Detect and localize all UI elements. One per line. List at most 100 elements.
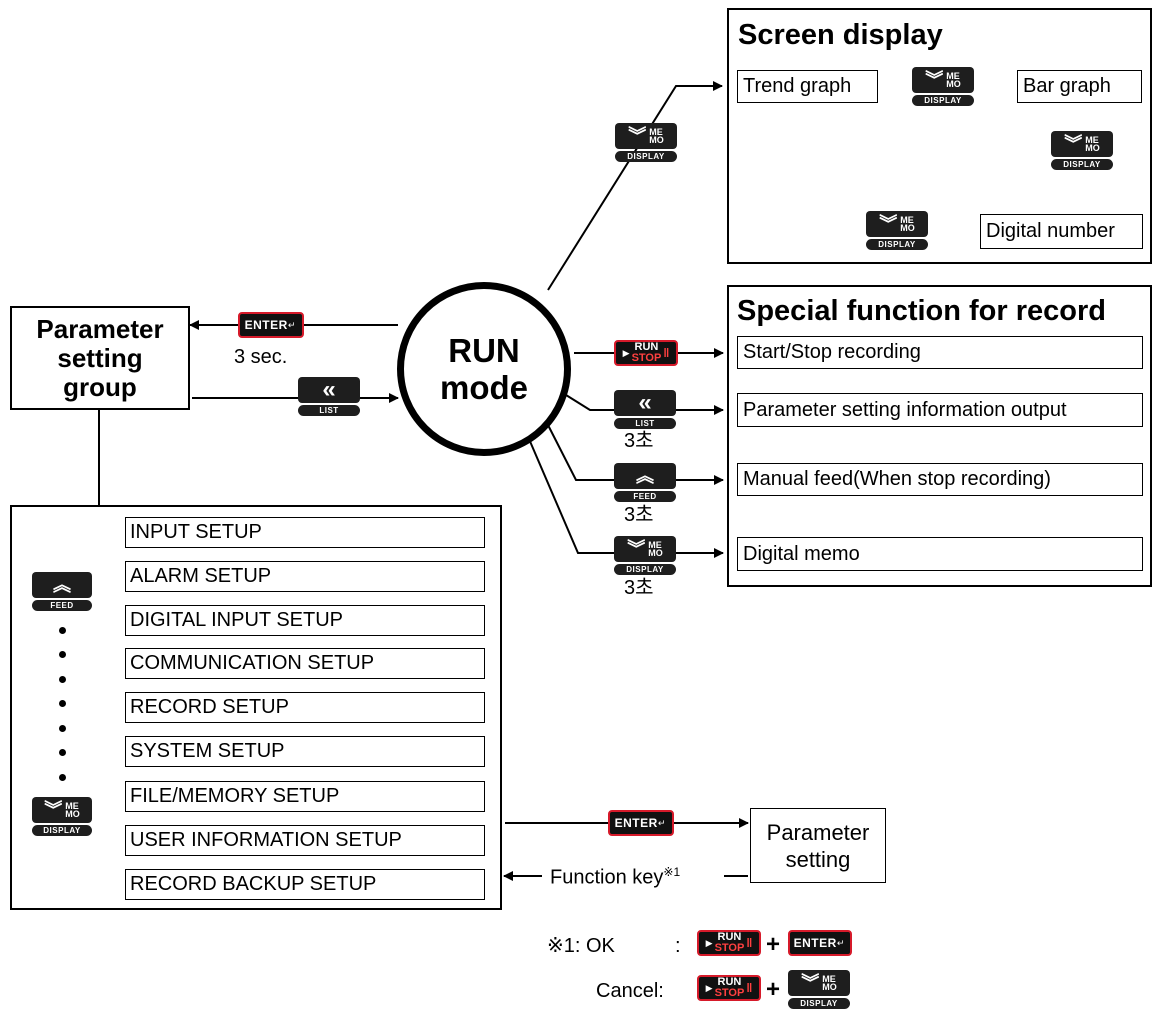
display-key-sub: DISPLAY: [788, 998, 850, 1009]
feed-key-menu[interactable]: ︽ FEED: [32, 572, 92, 611]
menu-item-alarm-setup[interactable]: ALARM SETUP: [125, 561, 485, 592]
dot-6: [59, 749, 66, 756]
feed-key-sub: FEED: [614, 491, 676, 502]
feed-key-special[interactable]: ︽ FEED: [614, 463, 676, 502]
parameter-setting-line2: setting: [785, 846, 851, 872]
parameter-group-line1: Parameter: [36, 313, 164, 344]
menu-item-system-setup[interactable]: SYSTEM SETUP: [125, 736, 485, 767]
display-hold-label: 3초: [624, 577, 654, 599]
dot-2: [59, 651, 66, 658]
memo-bottom: MO: [65, 809, 80, 819]
enter-key-footnote[interactable]: ENTER↵: [788, 930, 852, 956]
list-key-special[interactable]: « LIST: [614, 390, 676, 429]
enter-hold-label: 3 sec.: [234, 346, 288, 368]
list-key[interactable]: « LIST: [298, 377, 360, 416]
chevron-double-down-icon: ︾: [879, 214, 898, 234]
chevron-double-down-icon: ︾: [628, 126, 647, 146]
run-label: RUN: [634, 341, 659, 353]
display-key-sub: DISPLAY: [1051, 159, 1113, 170]
menu-item-file-memory-setup[interactable]: FILE/MEMORY SETUP: [125, 781, 485, 812]
display-key-sub: DISPLAY: [912, 95, 974, 106]
chevron-double-down-icon: ︾: [627, 539, 646, 559]
special-item-digital-memo: Digital memo: [737, 537, 1143, 571]
function-key-mark: ※1: [663, 865, 681, 879]
dot-7: [59, 774, 66, 781]
special-function-title: Special function for record: [737, 295, 1106, 327]
display-key-sub: DISPLAY: [866, 239, 928, 250]
parameter-setting-box: Parameter setting: [750, 808, 886, 883]
enter-key-label: ENTER: [793, 936, 837, 950]
parameter-setting-line1: Parameter: [766, 819, 870, 845]
special-item-param-output: Parameter setting information output: [737, 393, 1143, 427]
display-key-sub: DISPLAY: [32, 825, 92, 836]
memo-top: ME: [649, 127, 663, 137]
run-label: RUN: [717, 976, 742, 988]
memo-top: ME: [1085, 135, 1099, 145]
enter-key[interactable]: ENTER↵: [238, 312, 304, 338]
list-key-sub: LIST: [614, 418, 676, 429]
function-key-text: Function key: [550, 866, 664, 889]
menu-item-user-information-setup[interactable]: USER INFORMATION SETUP: [125, 825, 485, 856]
enter-key-menu[interactable]: ENTER↵: [608, 810, 674, 836]
enter-key-label: ENTER: [244, 318, 288, 332]
footnote-plus-ok: +: [766, 931, 781, 958]
list-hold-label: 3초: [624, 430, 654, 452]
menu-item-communication-setup[interactable]: COMMUNICATION SETUP: [125, 648, 485, 679]
menu-item-digital-input-setup[interactable]: DIGITAL INPUT SETUP: [125, 605, 485, 636]
stop-label: STOP: [714, 942, 745, 954]
footnote-ok-label: ※1: OK: [547, 935, 615, 957]
memo-bottom: MO: [649, 135, 664, 145]
run-mode-line1: RUN: [448, 332, 520, 369]
memo-top: ME: [946, 71, 960, 81]
run-mode-circle: RUN mode: [397, 282, 571, 456]
chevron-double-down-icon: ︾: [801, 973, 820, 993]
chevron-double-down-icon: ︾: [44, 800, 63, 820]
memo-top: ME: [900, 215, 914, 225]
memo-top: ME: [822, 974, 836, 984]
list-icon: «: [322, 376, 336, 403]
memo-top: ME: [648, 540, 662, 550]
memo-bottom: MO: [648, 548, 663, 558]
chevron-double-down-icon: ︾: [1064, 134, 1083, 154]
chevron-double-down-icon: ︾: [925, 70, 944, 90]
bar-graph-node: Bar graph: [1017, 70, 1142, 103]
feed-hold-label: 3초: [624, 504, 654, 526]
parameter-setting-group: Parameter setting group: [10, 306, 190, 410]
footnote-ok-colon: :: [675, 935, 681, 957]
stop-label: STOP: [631, 352, 662, 364]
special-item-start-stop: Start/Stop recording: [737, 336, 1143, 369]
function-key-label: Function key※1: [550, 866, 680, 888]
dot-3: [59, 676, 66, 683]
footnote-cancel-label: Cancel:: [596, 980, 664, 1002]
run-mode-line2: mode: [439, 369, 528, 406]
stop-label: STOP: [714, 987, 745, 999]
trend-graph-node: Trend graph: [737, 70, 878, 103]
memo-bottom: MO: [1085, 143, 1100, 153]
chevron-double-up-icon: ︽: [636, 466, 654, 486]
dot-4: [59, 700, 66, 707]
parameter-group-line3: group: [63, 371, 137, 402]
list-icon: «: [638, 389, 652, 416]
display-key-sub: DISPLAY: [615, 151, 677, 162]
special-function-panel: [727, 285, 1152, 587]
menu-item-record-setup[interactable]: RECORD SETUP: [125, 692, 485, 723]
parameter-group-line2: setting: [57, 342, 143, 373]
digital-number-node: Digital number: [980, 214, 1143, 249]
memo-bottom: MO: [900, 223, 915, 233]
display-key-sub: DISPLAY: [614, 564, 676, 575]
dot-5: [59, 725, 66, 732]
menu-item-record-backup-setup[interactable]: RECORD BACKUP SETUP: [125, 869, 485, 900]
memo-top: ME: [65, 801, 79, 811]
enter-key-label: ENTER: [614, 816, 658, 830]
menu-item-input-setup[interactable]: INPUT SETUP: [125, 517, 485, 548]
